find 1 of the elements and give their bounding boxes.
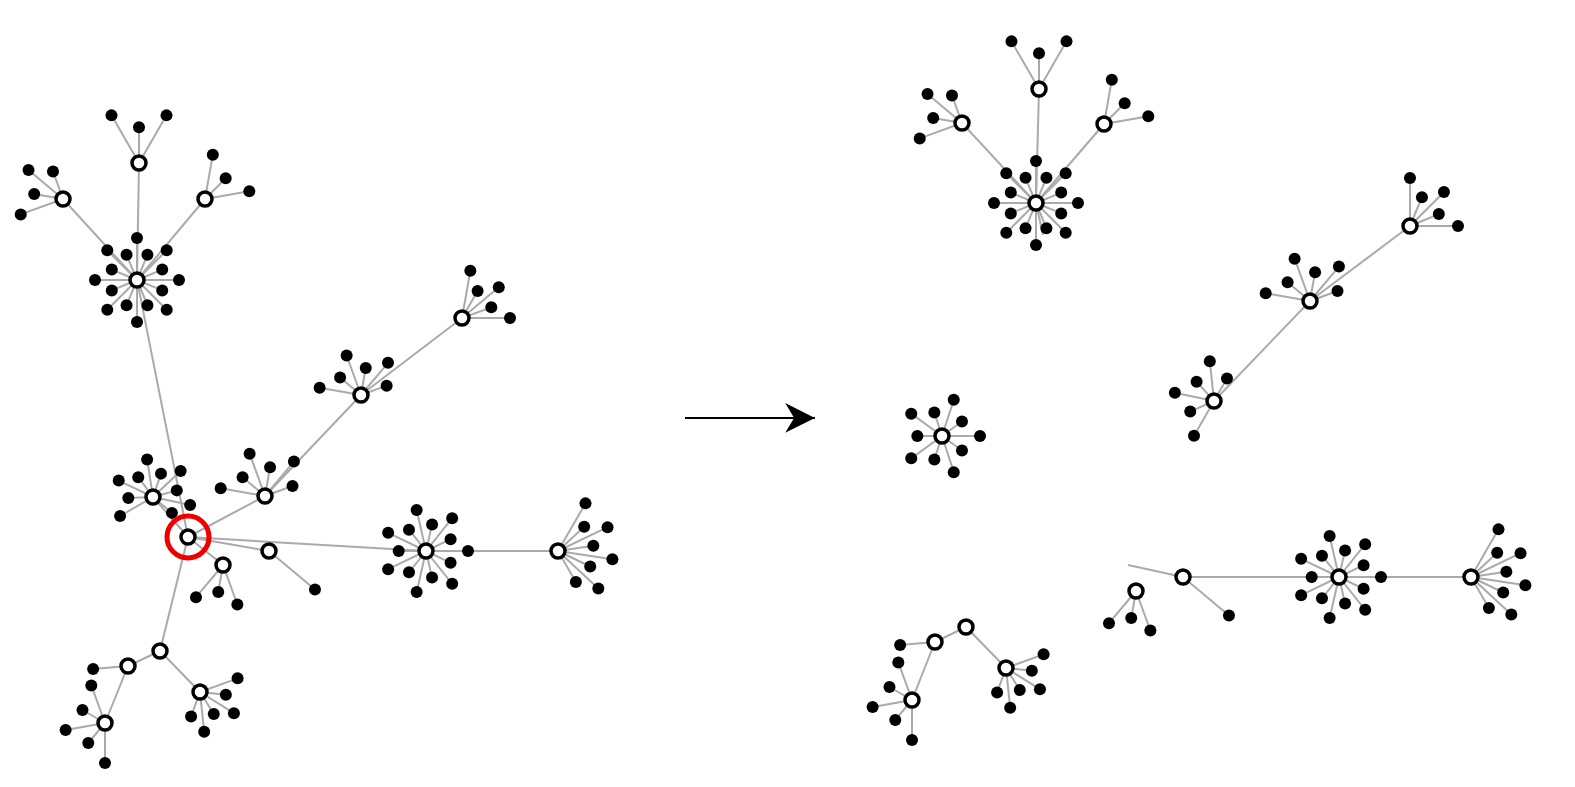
arrow	[684, 403, 816, 433]
